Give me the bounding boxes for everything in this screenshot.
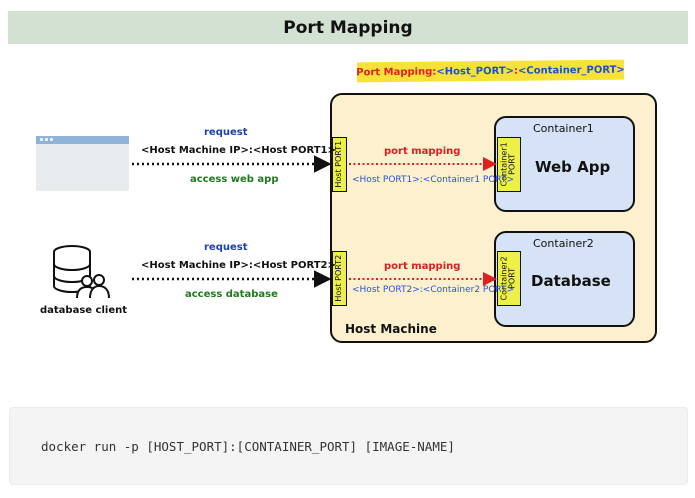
address-label-2: <Host Machine IP>:<Host PORT2>: [141, 260, 336, 271]
request-label-2: request: [204, 242, 248, 253]
container2-title: Container2: [533, 237, 594, 250]
container2-app: Database: [531, 272, 611, 290]
title-bar: Port Mapping: [8, 11, 688, 44]
access-label-1: access web app: [190, 174, 279, 185]
mapping-detail-2: <Host PORT2>:<Container2 PORT>: [352, 285, 515, 295]
host-machine-label: Host Machine: [345, 322, 437, 336]
mapping-label-1: port mapping: [384, 146, 461, 157]
container1-app: Web App: [535, 158, 611, 176]
browser-window-icon: [36, 136, 129, 191]
mapping-detail-1: <Host PORT1>:<Container1 PORT>: [352, 175, 515, 185]
address-label-1: <Host Machine IP>:<Host PORT1>: [141, 145, 336, 156]
database-client-caption: database client: [40, 305, 128, 316]
host-port2-tag: Host PORT2: [332, 251, 347, 306]
docker-command: docker run -p [HOST_PORT]:[CONTAINER_POR…: [41, 438, 455, 454]
mapping-label-2: port mapping: [384, 261, 461, 272]
container1-title: Container1: [533, 122, 594, 135]
access-label-2: access database: [185, 289, 278, 300]
code-block: docker run -p [HOST_PORT]:[CONTAINER_POR…: [9, 407, 688, 485]
host-port1-tag: Host PORT1: [332, 137, 347, 192]
page-title: Port Mapping: [283, 17, 413, 38]
request-label-1: request: [204, 127, 248, 138]
database-client-icon: [53, 245, 110, 299]
